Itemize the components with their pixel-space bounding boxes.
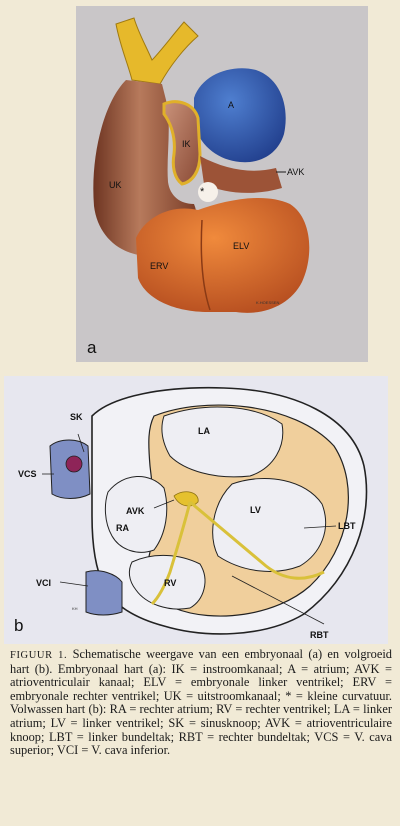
sinus-node-shape: [65, 455, 83, 473]
ventricles-shape: [136, 197, 310, 313]
label-la: LA: [198, 426, 210, 436]
label-avk-b: AVK: [126, 506, 145, 516]
caption-text: Schematische weergave van een embryonaal…: [10, 647, 392, 758]
interventricular-groove: [200, 219, 211, 311]
avk-leader-line-b: [153, 499, 175, 509]
label-sk: SK: [70, 412, 83, 422]
label-vcs: VCS: [18, 469, 37, 479]
left-ventricle-shape: [212, 478, 327, 572]
label-asterisk: *: [200, 186, 205, 198]
label-uk: UK: [109, 180, 122, 190]
label-ra: RA: [116, 523, 129, 533]
atrium-shape: [194, 68, 286, 163]
av-canal-shape: [200, 156, 282, 193]
panel-letter-a: a: [87, 338, 97, 357]
left-bundle-branch: [189, 500, 325, 580]
inferior-vena-cava-shape: [85, 570, 123, 616]
label-lv: LV: [250, 505, 261, 515]
label-erv: ERV: [150, 261, 168, 271]
label-lbt: LBT: [338, 521, 356, 531]
figure-b-panel: SK LA VCS AVK LV RA LBT VCI RV RBT KH b: [4, 376, 388, 644]
label-vci: VCI: [36, 578, 51, 588]
figure-a-panel: A IK AVK UK ELV ERV * K.HOESSEN a: [76, 6, 368, 362]
rbt-leader-line: [231, 575, 325, 625]
right-bundle-branch: [150, 501, 192, 606]
sk-leader-line: [77, 433, 85, 453]
arterial-trunk-shape: [115, 17, 199, 85]
inflow-tract-shape: [162, 100, 202, 186]
adult-heart-conduction-illustration: SK LA VCS AVK LV RA LBT VCI RV RBT KH: [18, 386, 368, 640]
figure-caption: FIGUUR 1. Schematische weergave van een …: [10, 647, 392, 758]
label-ik: IK: [182, 139, 191, 149]
artist-signature: K.HOESSEN: [256, 300, 279, 305]
artist-initials: KH: [72, 606, 78, 611]
label-elv: ELV: [233, 241, 249, 251]
right-atrium-shape: [104, 475, 168, 553]
label-rv: RV: [164, 578, 176, 588]
panel-letter-b: b: [14, 616, 24, 635]
left-atrium-shape: [161, 406, 284, 478]
inner-curvature-marker: [198, 182, 218, 202]
caption-label: FIGUUR 1.: [10, 650, 68, 661]
label-avk: AVK: [287, 167, 304, 177]
vci-leader-line: [59, 581, 89, 587]
embryonic-heart-illustration: A IK AVK UK ELV ERV * K.HOESSEN: [93, 17, 310, 313]
label-a: A: [228, 100, 234, 110]
label-rbt: RBT: [310, 630, 329, 640]
lbt-leader-line: [303, 525, 337, 529]
